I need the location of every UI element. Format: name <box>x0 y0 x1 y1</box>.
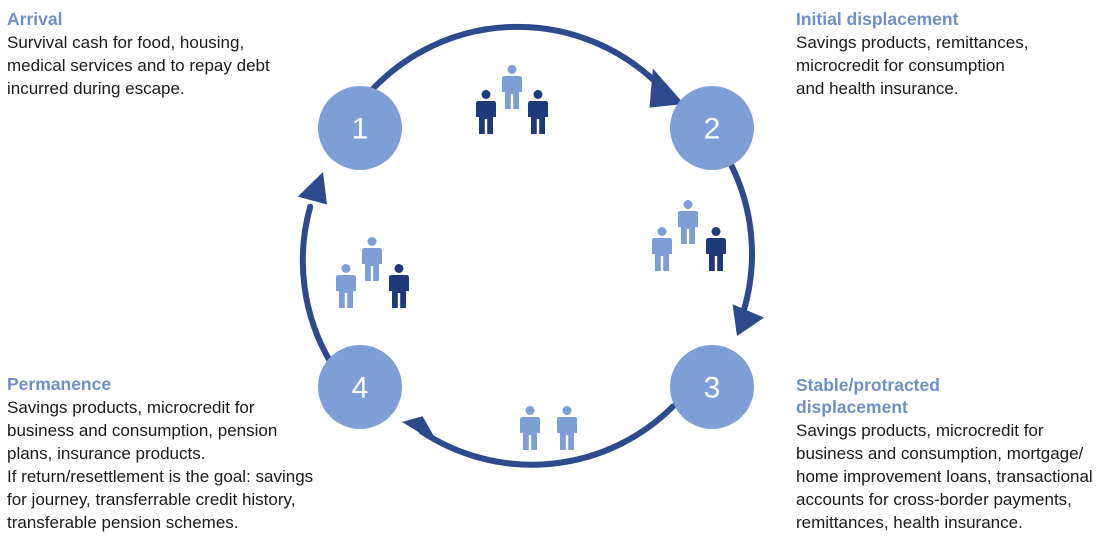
description-line: incurred during escape. <box>7 79 185 98</box>
description-line: business and consumption, mortgage/ <box>796 444 1084 463</box>
stage-1-text: Arrival Survival cash for food, housing,… <box>7 8 270 100</box>
person-icon <box>502 65 522 109</box>
description-line: and health insurance. <box>796 79 959 98</box>
person-icon <box>557 406 577 450</box>
stage-2-description: Savings products, remittances, microcred… <box>796 31 1028 100</box>
stage-3-number: 3 <box>704 372 721 405</box>
arc-2-to-3 <box>726 159 755 315</box>
stage-3-node: 3 <box>670 345 754 429</box>
stage-1-number: 1 <box>352 113 369 146</box>
description-line: If return/resettlement is the goal: savi… <box>7 467 314 486</box>
description-line: Savings products, microcredit for <box>796 421 1044 440</box>
person-icon <box>706 227 726 271</box>
arrowhead-2-to-3 <box>732 304 765 336</box>
description-line: Savings products, remittances, <box>796 33 1029 52</box>
description-line: plans, insurance products. <box>7 444 206 463</box>
stage-1-title: Arrival <box>7 9 63 29</box>
description-line: business and consumption, pension <box>7 421 278 440</box>
people-group-top <box>476 65 548 134</box>
people-group-bottom <box>520 406 577 450</box>
stage-4-title: Permanence <box>7 374 112 394</box>
person-icon <box>336 264 356 308</box>
person-icon <box>476 90 496 134</box>
stage-2-node: 2 <box>670 86 754 170</box>
stage-3-description: Savings products, microcredit for busine… <box>796 419 1093 534</box>
person-icon <box>528 90 548 134</box>
person-icon <box>520 406 540 450</box>
description-line: Survival cash for food, housing, <box>7 33 245 52</box>
stage-3-title-line: Stable/protracted <box>796 375 940 395</box>
arc-4-to-1 <box>299 203 334 366</box>
description-line: microcredit for consumption <box>796 56 1005 75</box>
stage-4-number: 4 <box>352 372 369 405</box>
arrowhead-3-to-4 <box>402 416 439 445</box>
description-line: for journey, transferrable credit histor… <box>7 490 296 509</box>
stage-1-node: 1 <box>318 86 402 170</box>
cycle-arrows <box>299 23 755 468</box>
stage-3-title: Stable/protracted displacement <box>796 374 1093 418</box>
description-line: transferable pension schemes. <box>7 513 239 532</box>
stage-1-description: Survival cash for food, housing, medical… <box>7 31 270 100</box>
description-line: accounts for cross-border payments, <box>796 490 1072 509</box>
person-icon <box>362 237 382 281</box>
description-line: home improvement loans, transactional <box>796 467 1093 486</box>
person-icon <box>652 227 672 271</box>
person-icon <box>678 200 698 244</box>
description-line: Savings products, microcredit for <box>7 398 255 417</box>
person-icon <box>389 264 409 308</box>
stage-2-title: Initial displacement <box>796 9 959 29</box>
people-group-left <box>336 237 409 308</box>
arc-1-to-2 <box>357 23 667 107</box>
arrowhead-4-to-1 <box>297 172 327 205</box>
stage-4-description: Savings products, microcredit for busine… <box>7 396 313 534</box>
stage-2-text: Initial displacement Savings products, r… <box>796 8 1028 100</box>
description-line: medical services and to repay debt <box>7 56 270 75</box>
people-group-right <box>652 200 726 271</box>
arrowheads <box>297 68 765 445</box>
stage-4-text: Permanence Savings products, microcredit… <box>7 373 313 534</box>
stage-3-title-line: displacement <box>796 397 908 417</box>
stage-4-node: 4 <box>318 345 402 429</box>
stage-3-text: Stable/protracted displacement Savings p… <box>796 374 1093 534</box>
arc-3-to-4 <box>418 403 677 468</box>
arrowhead-1-to-2 <box>649 68 684 108</box>
stage-2-number: 2 <box>704 113 721 146</box>
description-line: remittances, health insurance. <box>796 513 1023 532</box>
